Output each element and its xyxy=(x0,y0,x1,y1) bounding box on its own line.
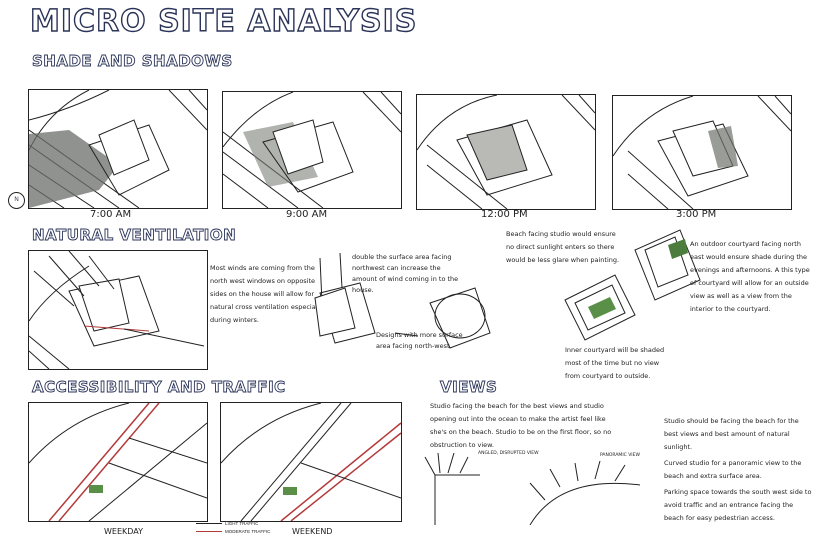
caption-weekday: WEEKDAY xyxy=(104,527,144,536)
note-designs: Designs with more surface area facing no… xyxy=(376,331,463,350)
access-panel-weekend xyxy=(220,402,402,522)
compass-icon: N xyxy=(8,192,25,209)
shade-panel-7am xyxy=(28,89,208,209)
legend-light: LIGHT TRAFFIC xyxy=(196,520,270,528)
time-12pm: 12:00 PM xyxy=(481,209,528,220)
heading-ventilation: NATURAL VENTILATION xyxy=(32,226,237,245)
note-outdoor: An outdoor courtyard facing north east w… xyxy=(690,240,810,313)
heading-views: VIEWS xyxy=(440,378,498,397)
legend-light-label: LIGHT TRAFFIC xyxy=(225,521,259,526)
legend-moderate: MODERATE TRAFFIC xyxy=(196,528,270,536)
shade-panel-12pm xyxy=(416,94,596,210)
time-7am: 7:00 AM xyxy=(90,209,132,220)
heading-shade: SHADE AND SHADOWS xyxy=(32,52,233,71)
access-panel-weekday xyxy=(28,402,208,522)
heading-access: ACCESSIBILITY AND TRAFFIC xyxy=(32,378,286,397)
legend-light-swatch xyxy=(196,523,222,525)
compass-label: N xyxy=(14,197,19,203)
traffic-legend: LIGHT TRAFFIC MODERATE TRAFFIC xyxy=(196,520,270,536)
note-views-studio: Studio facing the beach for the best vie… xyxy=(430,402,612,449)
note-winds: Most winds are coming from the north wes… xyxy=(210,264,324,324)
note-inner: Inner courtyard will be shaded most of t… xyxy=(565,346,665,380)
label-angled-view: ANGLED, DISRUPTED VIEW xyxy=(478,451,539,456)
views-bullet-1: Studio should be facing the beach for th… xyxy=(664,417,799,451)
page-title: MICRO SITE ANALYSIS xyxy=(29,3,418,39)
ventilation-diagram-shapes xyxy=(314,252,491,349)
shade-panel-9am xyxy=(222,91,402,209)
shade-panel-3pm xyxy=(612,95,792,210)
caption-weekend: WEEKEND xyxy=(292,527,333,536)
legend-moderate-swatch xyxy=(196,531,222,533)
time-3pm: 3:00 PM xyxy=(676,209,717,220)
views-bullet-3: Parking space towards the south west sid… xyxy=(664,488,812,522)
ventilation-panel xyxy=(28,250,208,370)
note-double: double the surface area facing northwest… xyxy=(352,253,459,294)
label-panoramic-view: PANORAMIC VIEW xyxy=(600,453,640,458)
views-diagram xyxy=(424,452,641,525)
views-bullets: Studio should be facing the beach for th… xyxy=(664,415,812,525)
legend-moderate-label: MODERATE TRAFFIC xyxy=(225,529,271,534)
time-9am: 9:00 AM xyxy=(286,209,328,220)
courtyard-diagrams xyxy=(564,229,701,341)
views-bullet-2: Curved studio for a panoramic view to th… xyxy=(664,459,802,480)
note-beach-studio: Beach facing studio would ensure no dire… xyxy=(506,230,620,264)
